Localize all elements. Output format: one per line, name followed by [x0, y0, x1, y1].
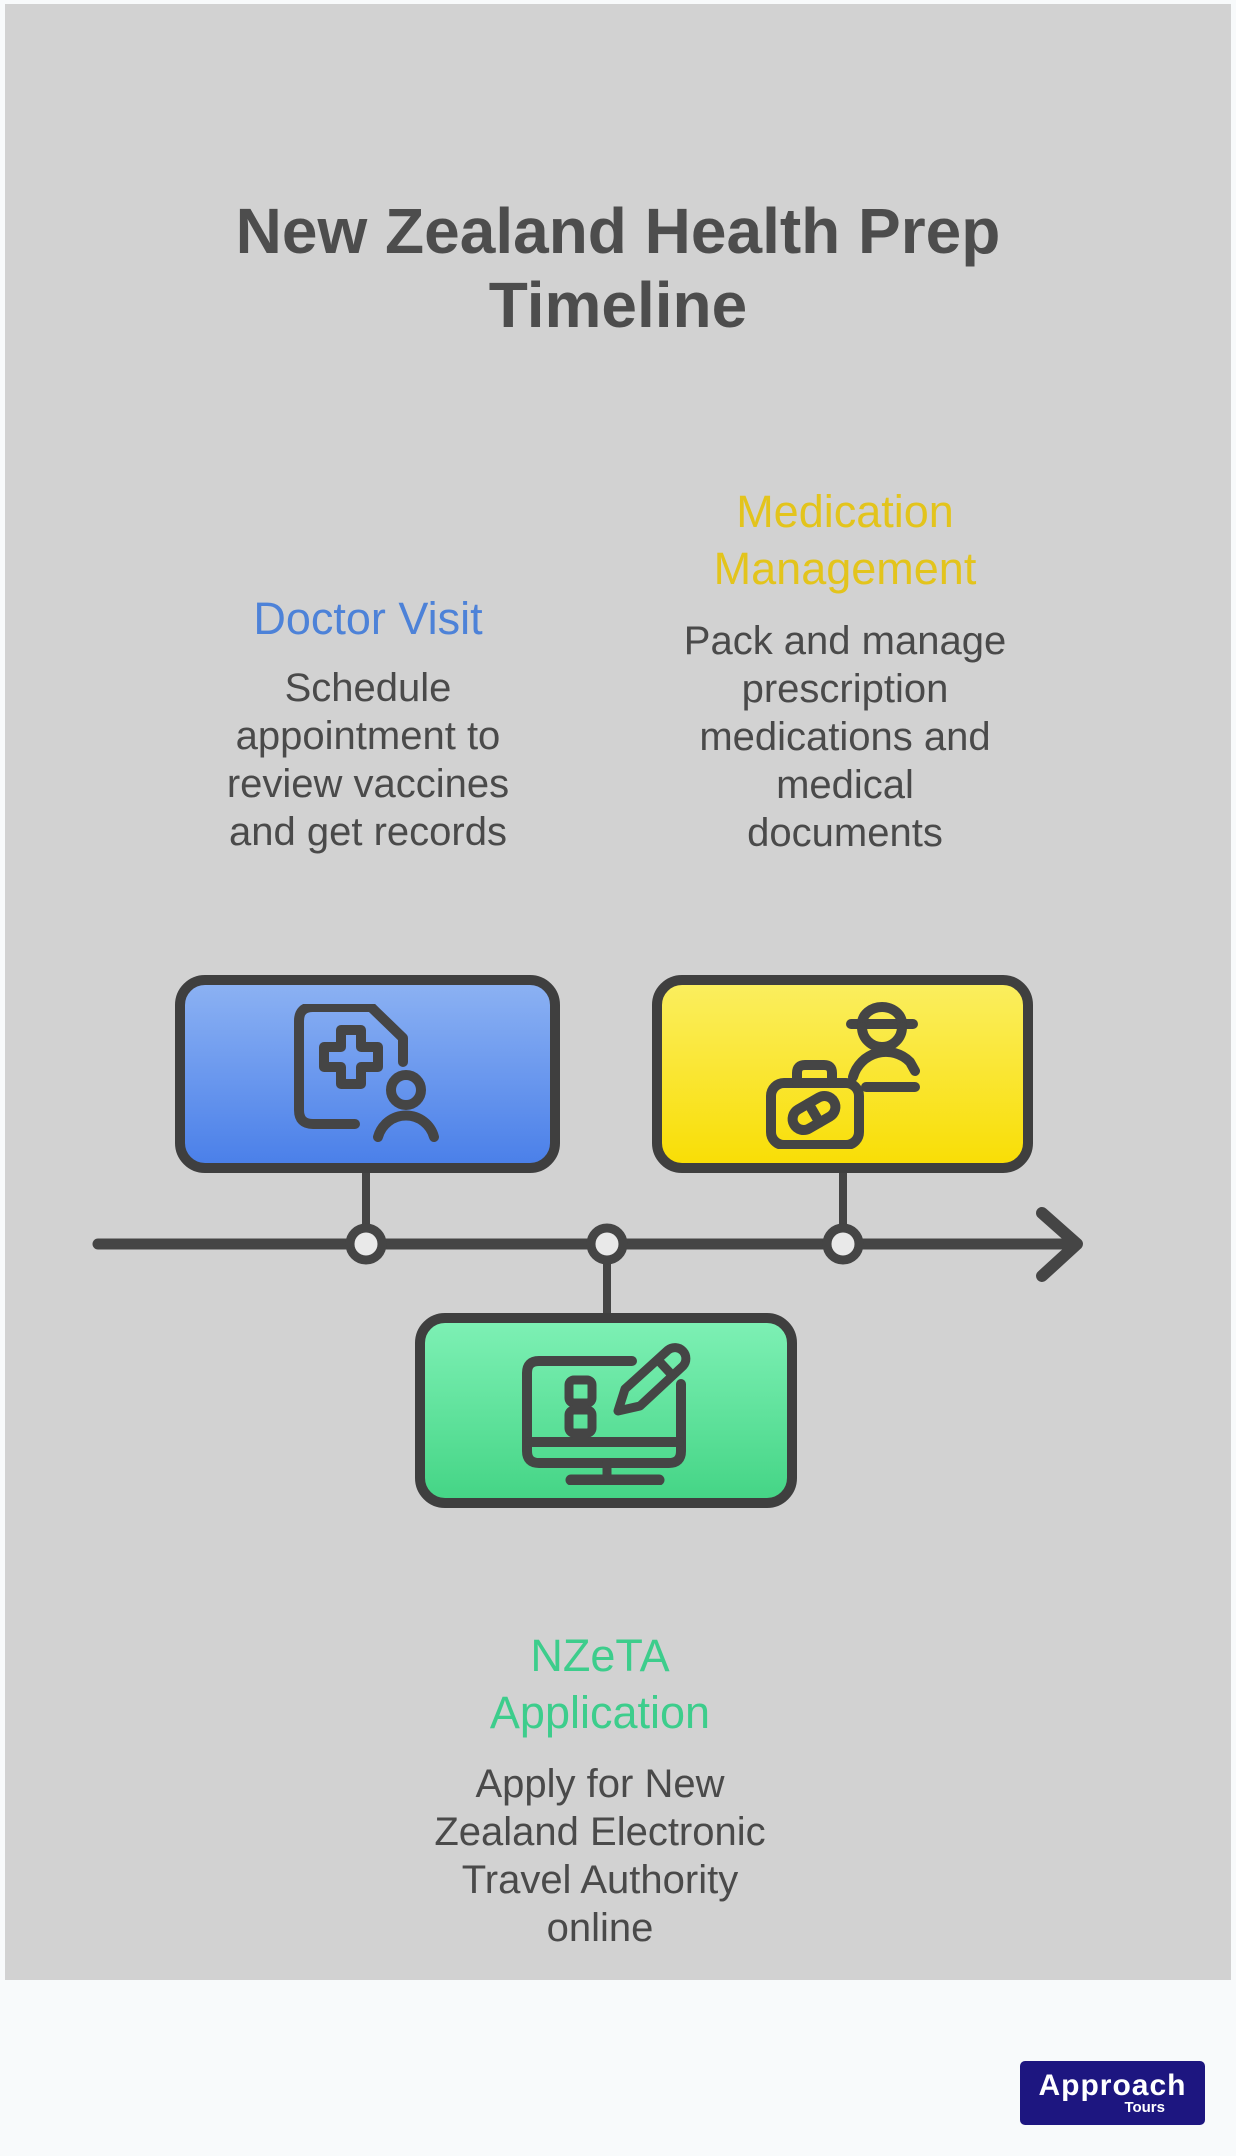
description-doctor-visit: Schedule appointment to review vaccines …	[226, 666, 510, 854]
online-form-pencil-icon	[521, 1342, 690, 1485]
card-nzeta-application	[415, 1313, 797, 1508]
description-nzeta-application: Apply for New Zealand Electronic Travel …	[434, 1762, 766, 1950]
brand-logo: Approach Tours	[1020, 2061, 1205, 2125]
brand-subtitle: Tours	[1124, 2099, 1165, 2116]
heading-nzeta-application: NZeTA Application	[489, 1630, 711, 1738]
heading-doctor-visit: Doctor Visit	[253, 593, 483, 644]
card-medication-management	[652, 975, 1033, 1173]
card-doctor-visit	[175, 975, 560, 1173]
heading-medication-management: Medication Management	[713, 486, 977, 594]
medical-record-person-icon	[293, 1004, 439, 1142]
page-title: New Zealand Health Prep Timeline	[235, 195, 1001, 341]
description-medication-management: Pack and manage prescription medications…	[683, 619, 1007, 855]
brand-name: Approach	[1038, 2069, 1187, 2102]
traveler-medicine-bag-icon	[765, 1002, 920, 1149]
